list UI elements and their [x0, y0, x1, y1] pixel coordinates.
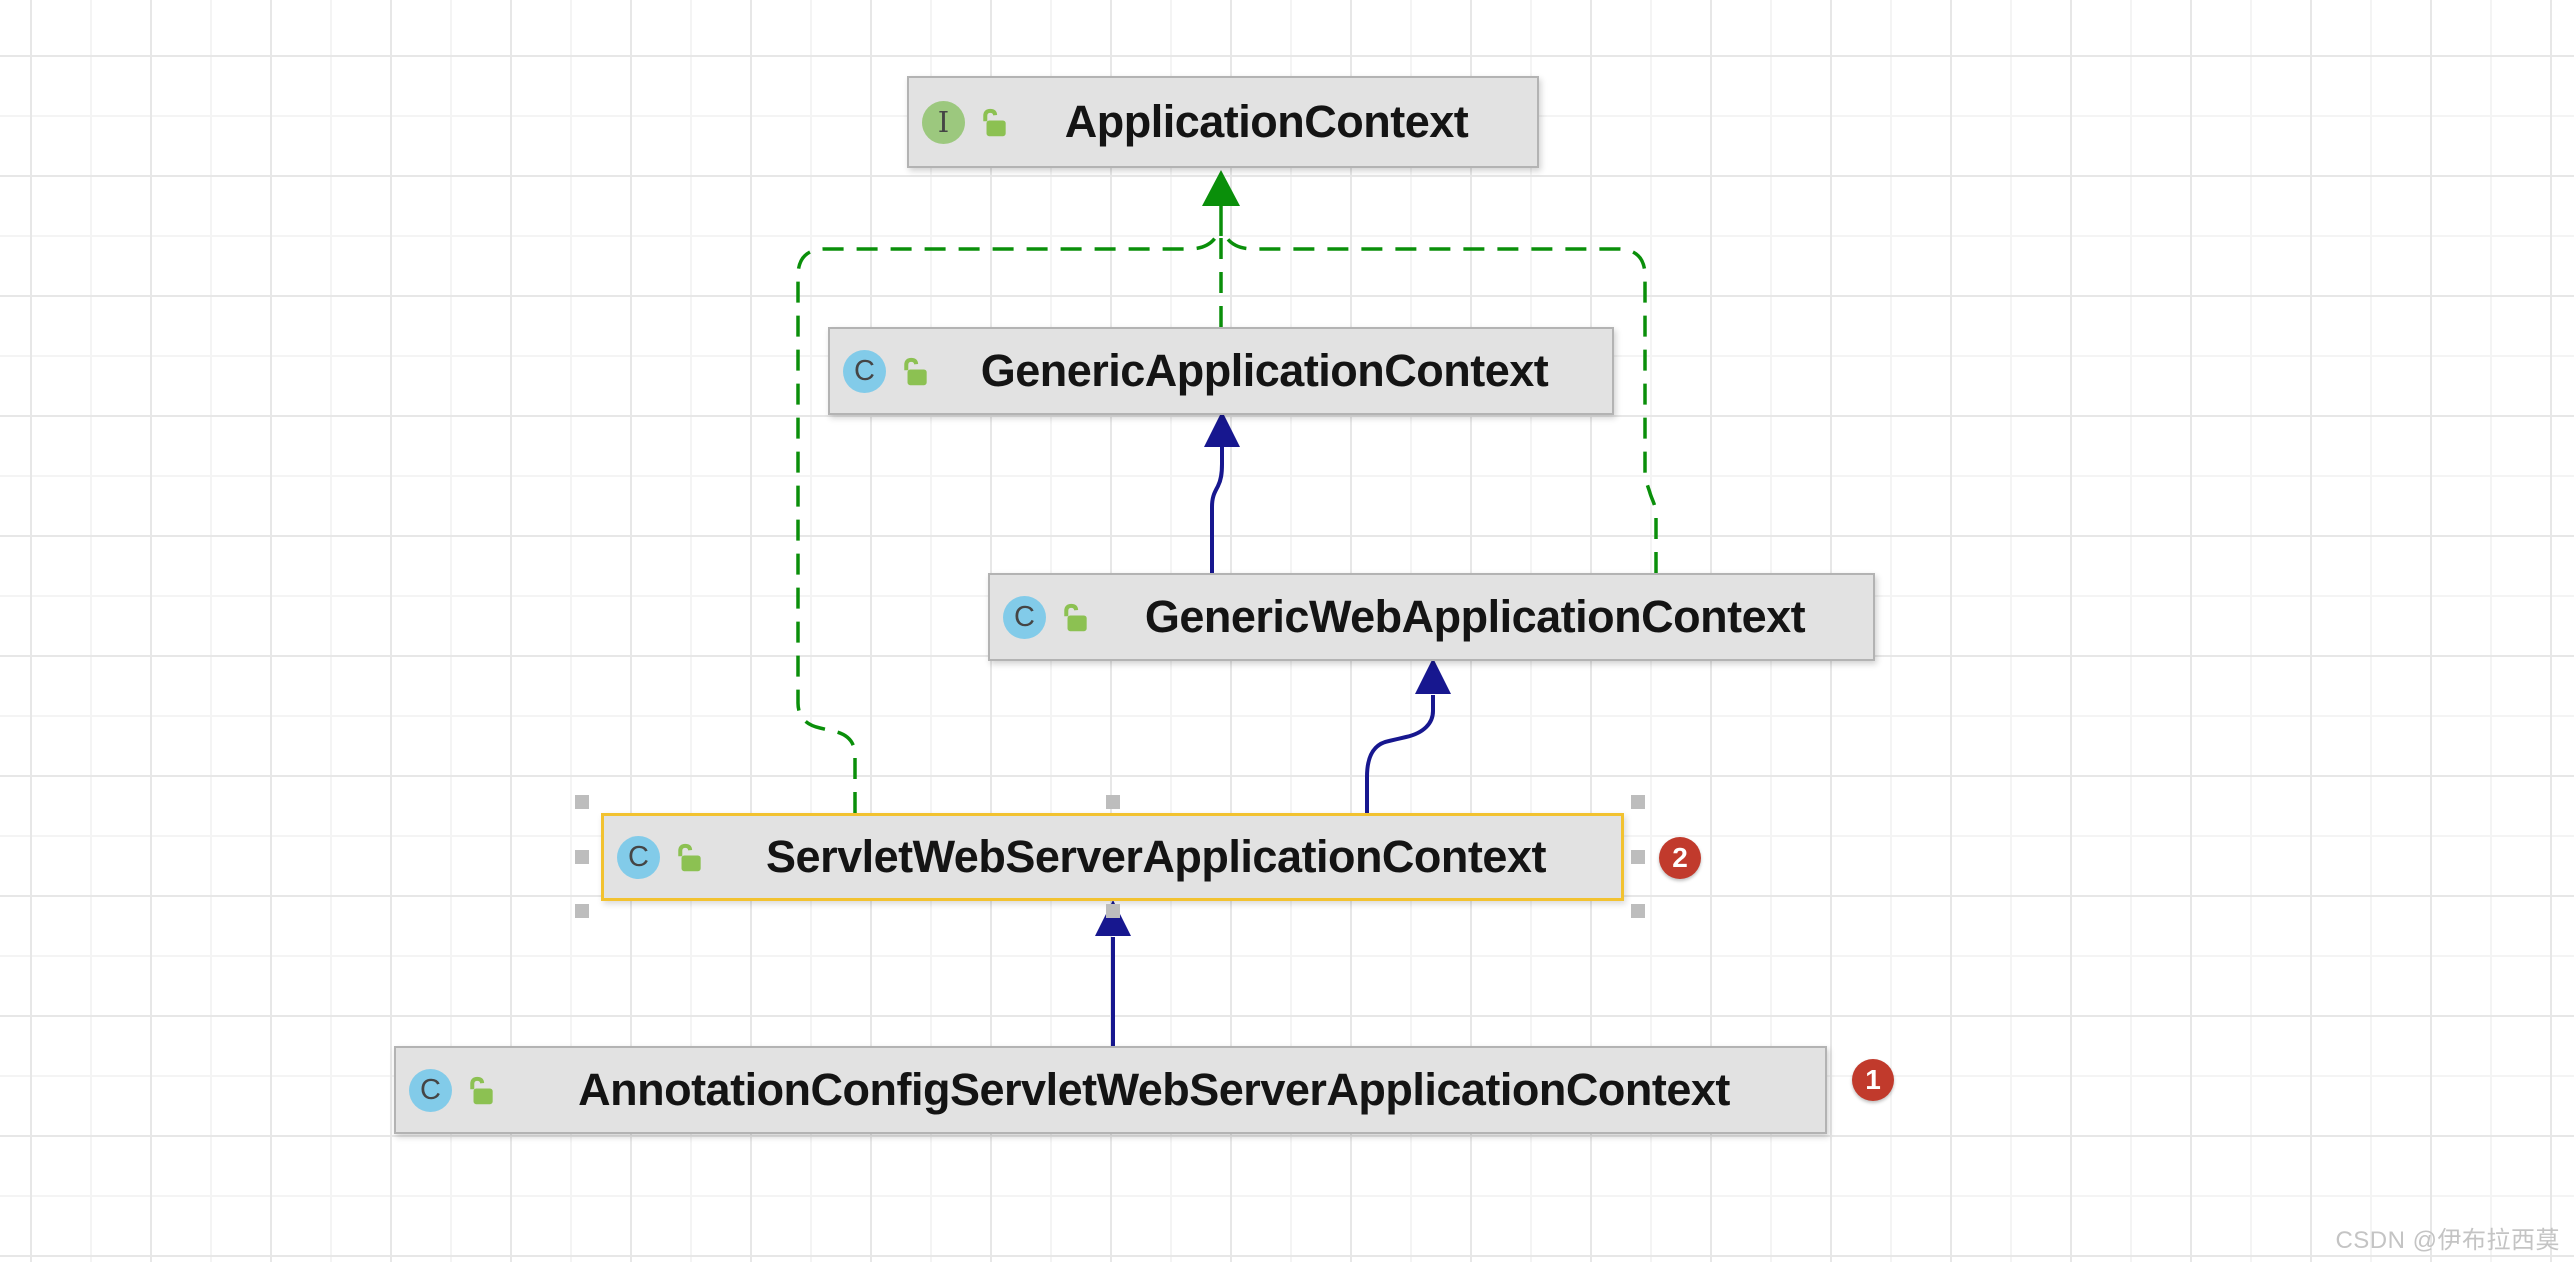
- extends-arrowhead: [1204, 411, 1240, 447]
- class-node-annotationconfigservletwebserverapplicationcontext[interactable]: C AnnotationConfigServletWebServerApplic…: [394, 1046, 1827, 1134]
- class-name-label: ApplicationContext: [1064, 96, 1469, 147]
- watermark-text: CSDN @伊布拉西莫: [2335, 1227, 2560, 1254]
- edge-extends-servletwebserver-to-genericweb[interactable]: [1365, 658, 1451, 813]
- edge-implements-genericapplication-to-applicationcontext[interactable]: [1202, 170, 1240, 327]
- class-name-label: GenericWebApplicationContext: [1144, 591, 1806, 642]
- class-name-label: ServletWebServerApplicationContext: [766, 831, 1546, 882]
- public-lock-icon: [470, 1076, 493, 1105]
- class-icon: C: [1003, 595, 1046, 639]
- class-node-genericwebapplicationcontext[interactable]: C GenericWebApplicationContext: [988, 573, 1875, 661]
- edge-extends-genericweb-to-genericapplication[interactable]: [1204, 411, 1240, 573]
- public-lock-icon: [904, 357, 927, 386]
- class-node-servletwebserverapplicationcontext[interactable]: C ServletWebServerApplicationContext: [601, 813, 1624, 901]
- annotation-badge-2: 2: [1659, 837, 1701, 879]
- resize-handle-se[interactable]: [1631, 904, 1645, 918]
- edge-extends-annotationconfig-to-servletwebserver[interactable]: [1095, 900, 1131, 1046]
- resize-handle-ne[interactable]: [1631, 795, 1645, 809]
- extends-line: [1210, 447, 1224, 573]
- extends-line: [1365, 695, 1435, 813]
- class-node-genericapplicationcontext[interactable]: C GenericApplicationContext: [828, 327, 1614, 415]
- class-name-label: AnnotationConfigServletWebServerApplicat…: [578, 1064, 1730, 1115]
- class-icon: C: [409, 1068, 452, 1112]
- public-lock-icon: [1064, 603, 1087, 632]
- extends-arrowhead: [1415, 658, 1451, 694]
- class-icon: C: [843, 349, 886, 393]
- class-name-label: GenericApplicationContext: [980, 345, 1549, 396]
- edge-implements-left-branch: [796, 227, 1222, 813]
- resize-handle-sw[interactable]: [575, 904, 589, 918]
- resize-handle-e[interactable]: [1631, 850, 1645, 864]
- annotation-badge-1: 1: [1852, 1059, 1894, 1101]
- implements-arrowhead: [1202, 170, 1240, 206]
- resize-handle-s[interactable]: [1106, 904, 1120, 918]
- interface-icon: I: [922, 100, 965, 144]
- resize-handle-nw[interactable]: [575, 795, 589, 809]
- class-node-applicationcontext[interactable]: I ApplicationContext: [907, 76, 1539, 168]
- public-lock-icon: [678, 843, 701, 872]
- public-lock-icon: [983, 108, 1006, 137]
- edge-implements-servletwebserver-to-applicationcontext[interactable]: [796, 227, 1222, 813]
- resize-handle-n[interactable]: [1106, 795, 1120, 809]
- resize-handle-w[interactable]: [575, 850, 589, 864]
- class-icon: C: [617, 835, 660, 879]
